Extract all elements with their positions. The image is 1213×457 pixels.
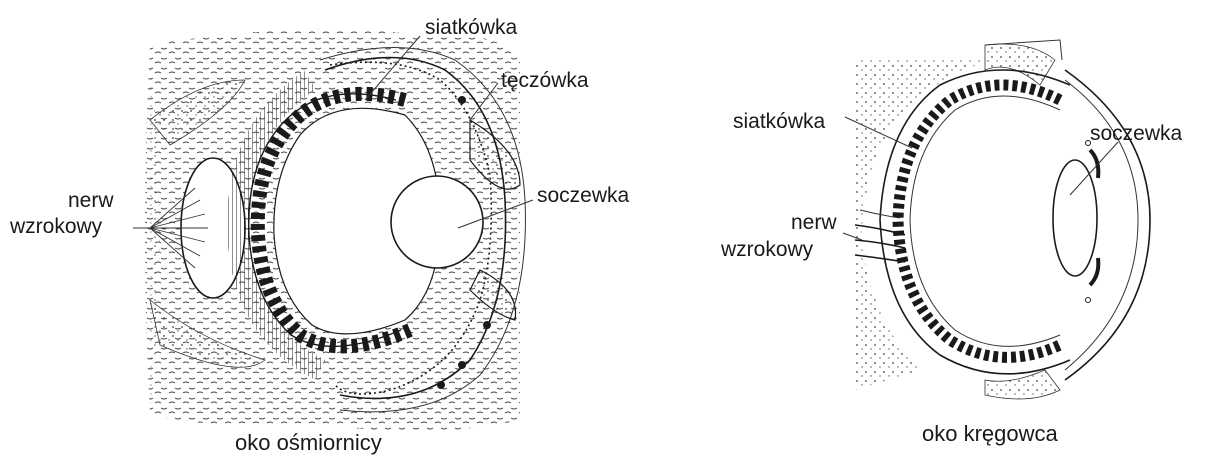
octopus-nerve-label-2: wzrokowy <box>9 215 103 238</box>
vertebrate-eye-drawing <box>843 40 1150 399</box>
vertebrate-lens <box>1053 160 1097 276</box>
octopus-eye-drawing <box>133 29 533 431</box>
octopus-lens <box>391 176 483 268</box>
octopus-lens-label: soczewka <box>537 184 630 207</box>
vertebrate-retina-label: siatkówka <box>733 110 826 133</box>
octopus-retina-label: siatkówka <box>425 16 518 39</box>
vertebrate-iris <box>1090 150 1098 178</box>
vertebrate-nerve-label-2: wzrokowy <box>720 238 814 261</box>
vertebrate-eye-caption: oko kręgowca <box>922 421 1059 446</box>
vertebrate-nerve-label-1: nerw <box>791 211 837 234</box>
vertebrate-lens-label: soczewka <box>1090 122 1183 145</box>
octopus-eye-caption: oko ośmiornicy <box>235 430 382 455</box>
vertebrate-retina <box>898 85 1060 357</box>
octopus-nerve-label-1: nerw <box>68 189 114 212</box>
octopus-iris-label: tęczówka <box>501 69 589 92</box>
